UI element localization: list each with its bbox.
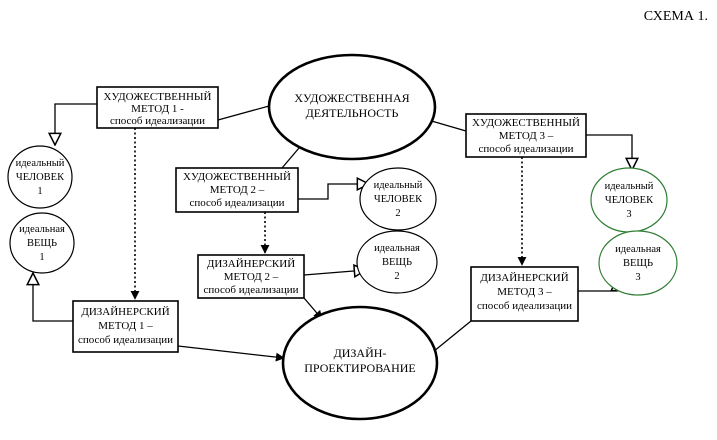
design-method-2-line3: способ идеализации bbox=[203, 284, 298, 296]
design-method-1-line2: МЕТОД 1 – bbox=[98, 320, 153, 332]
art-method-1-line1: ХУДОЖЕСТВЕННЫЙ bbox=[104, 91, 212, 103]
ideal-thing-1-line2: ВЕЩЬ bbox=[27, 238, 57, 249]
ideal-thing-2-line2: ВЕЩЬ bbox=[382, 257, 412, 268]
ideal-thing-3-line3: 3 bbox=[635, 272, 640, 283]
ideal-person-3-line1: идеальный bbox=[605, 181, 654, 192]
ideal-person-2: идеальный ЧЕЛОВЕК 2 bbox=[359, 167, 437, 231]
ideal-thing-3-line1: идеальная bbox=[615, 244, 661, 255]
design-method-2-line2: МЕТОД 2 – bbox=[224, 271, 279, 283]
ideal-person-2-line1: идеальный bbox=[374, 180, 423, 191]
design-method-3-box: ДИЗАЙНЕРСКИЙ МЕТОД 3 – способ идеализаци… bbox=[470, 266, 579, 322]
art-method-1-line2: МЕТОД 1 - bbox=[131, 103, 184, 115]
design-method-1-line1: ДИЗАЙНЕРСКИЙ bbox=[81, 306, 169, 318]
design-method-1-box: ДИЗАЙНЕРСКИЙ МЕТОД 1 – способ идеализаци… bbox=[72, 300, 179, 353]
ideal-thing-1-line3: 1 bbox=[39, 252, 44, 263]
art-method-3-line2: МЕТОД 3 – bbox=[499, 130, 554, 142]
ideal-thing-3-line2: ВЕЩЬ bbox=[623, 258, 653, 269]
ideal-thing-2-line1: идеальная bbox=[374, 243, 420, 254]
art-method-3-box: ХУДОЖЕСТВЕННЫЙ МЕТОД 3 – способ идеализа… bbox=[465, 113, 587, 158]
art-method-1-box: ХУДОЖЕСТВЕННЫЙ МЕТОД 1 - способ идеализа… bbox=[96, 86, 219, 129]
ideal-person-1-line3: 1 bbox=[37, 186, 42, 197]
art-activity-node: ХУДОЖЕСТВЕННАЯ ДЕЯТЕЛЬНОСТЬ bbox=[267, 53, 437, 161]
art-method-2-line1: ХУДОЖЕСТВЕННЫЙ bbox=[183, 171, 291, 183]
design-method-1-line3: способ идеализации bbox=[78, 334, 173, 346]
arrow-des1-to-thing1 bbox=[33, 273, 73, 322]
ideal-thing-3: идеальная ВЕЩЬ 3 bbox=[598, 230, 678, 296]
arrow-des2-to-thing2 bbox=[303, 270, 366, 275]
ideal-thing-1-line1: идеальная bbox=[19, 224, 65, 235]
art-method-3-line1: ХУДОЖЕСТВЕННЫЙ bbox=[472, 117, 580, 129]
design-line2: ПРОЕКТИРОВАНИЕ bbox=[304, 361, 416, 375]
arrow-art1-to-person1 bbox=[55, 103, 97, 145]
ideal-person-2-line3: 2 bbox=[395, 208, 400, 219]
art-method-1-line3: способ идеализации bbox=[110, 115, 205, 127]
ideal-thing-2-line3: 2 bbox=[394, 271, 399, 282]
design-method-2-box: ДИЗАЙНЕРСКИЙ МЕТОД 2 – способ идеализаци… bbox=[197, 254, 305, 299]
art-method-3-line3: способ идеализации bbox=[478, 143, 573, 155]
ideal-person-3: идеальный ЧЕЛОВЕК 3 bbox=[590, 167, 668, 233]
art-method-2-box: ХУДОЖЕСТВЕННЫЙ МЕТОД 2 – способ идеализа… bbox=[175, 167, 299, 213]
design-node: ДИЗАЙН- ПРОЕКТИРОВАНИЕ bbox=[281, 305, 439, 421]
ideal-thing-1: идеальная ВЕЩЬ 1 bbox=[9, 212, 75, 274]
arrow-des1-to-design bbox=[177, 345, 285, 362]
ideal-person-1-line2: ЧЕЛОВЕК bbox=[16, 172, 65, 183]
art-activity-line1: ХУДОЖЕСТВЕННАЯ bbox=[294, 91, 409, 105]
design-method-2-line1: ДИЗАЙНЕРСКИЙ bbox=[207, 258, 295, 270]
ideal-person-1-line1: идеальный bbox=[16, 158, 65, 169]
ideal-person-3-line3: 3 bbox=[626, 209, 631, 220]
ideal-thing-2: идеальная ВЕЩЬ 2 bbox=[356, 230, 438, 294]
art-method-2-line3: способ идеализации bbox=[189, 197, 284, 209]
art-method-2-line2: МЕТОД 2 – bbox=[210, 184, 265, 196]
ideal-person-3-line2: ЧЕЛОВЕК bbox=[605, 195, 654, 206]
design-method-3-line2: МЕТОД 3 – bbox=[497, 286, 552, 298]
ideal-person-2-line2: ЧЕЛОВЕК bbox=[374, 194, 423, 205]
arrow-art2-to-person2 bbox=[298, 184, 369, 200]
arrow-art3-to-person3 bbox=[586, 134, 632, 170]
design-line1: ДИЗАЙН- bbox=[334, 346, 387, 360]
ideal-person-1: идеальный ЧЕЛОВЕК 1 bbox=[7, 145, 73, 209]
art-activity-line2: ДЕЯТЕЛЬНОСТЬ bbox=[306, 106, 399, 120]
design-method-3-line3: способ идеализации bbox=[477, 300, 572, 312]
scheme-caption: СХЕМА 1. bbox=[644, 9, 708, 24]
design-method-3-line1: ДИЗАЙНЕРСКИЙ bbox=[480, 272, 568, 284]
